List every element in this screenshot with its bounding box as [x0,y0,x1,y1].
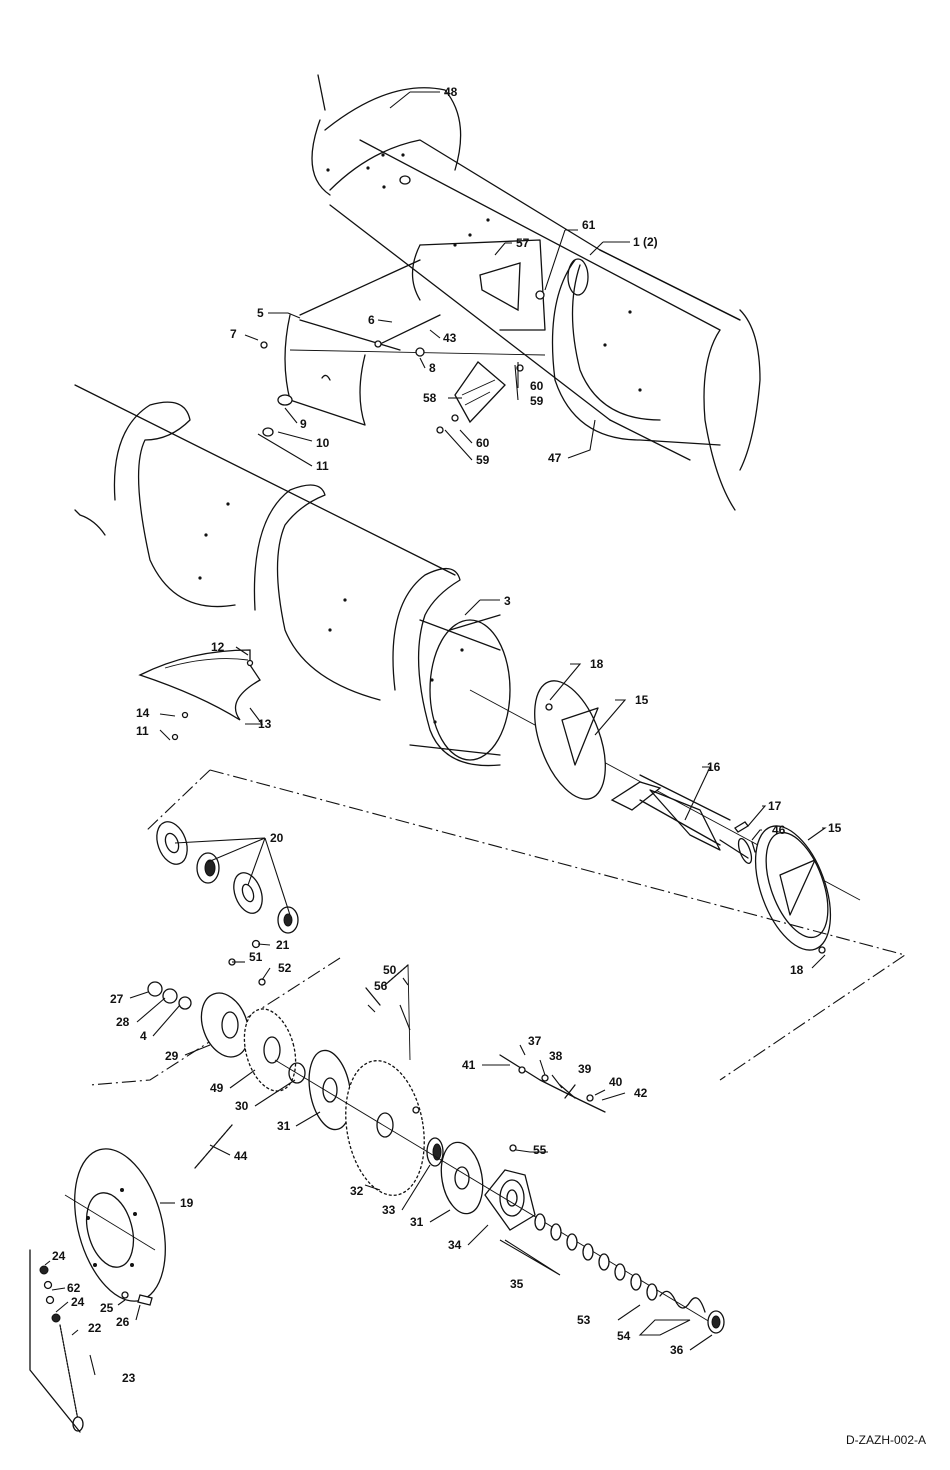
flange-34 [485,1145,535,1230]
upper-auger-tube [312,75,760,510]
callout-18-a: 18 [590,657,604,671]
callout-31-b: 31 [410,1215,424,1229]
callout-62: 62 [67,1281,81,1295]
callout-25: 25 [100,1301,114,1315]
drawing-code: D-ZAZH-002-A [846,1433,926,1447]
callout-23: 23 [122,1371,136,1385]
callout-39: 39 [578,1062,592,1076]
callout-4: 4 [140,1029,147,1043]
callout-32: 32 [350,1184,364,1198]
callout-10: 10 [316,436,330,450]
callout-27: 27 [110,992,124,1006]
callout-60-a: 60 [530,379,544,393]
callout-9: 9 [300,417,307,431]
plate-58 [437,362,505,433]
callout-51: 51 [249,950,263,964]
callout-30: 30 [235,1099,249,1113]
callout-6: 6 [368,313,375,327]
callout-40: 40 [609,1075,623,1089]
callout-59-a: 59 [530,394,544,408]
callout-29: 29 [165,1049,179,1063]
callout-38: 38 [549,1049,563,1063]
callout-26: 26 [116,1315,130,1329]
callout-46: 46 [772,823,786,837]
shield-13 [140,650,260,740]
callout-17: 17 [768,799,782,813]
stub-shaft-16 [612,775,755,865]
callout-41: 41 [462,1058,476,1072]
callout-31-a: 31 [277,1119,291,1133]
callout-14: 14 [136,706,150,720]
callout-43: 43 [443,331,457,345]
callout-21: 21 [276,938,290,952]
callout-16: 16 [707,760,721,774]
callout-35: 35 [510,1277,524,1291]
spacer-31-b [436,1139,488,1217]
callout-18-b: 18 [790,963,804,977]
callout-24-b: 24 [71,1295,85,1309]
callout-53: 53 [577,1313,591,1327]
callout-15-b: 15 [828,821,842,835]
callout-8: 8 [429,361,436,375]
callout-59-b: 59 [476,453,490,467]
callout-52: 52 [278,961,292,975]
callout-44: 44 [234,1149,248,1163]
callout-50: 50 [383,963,397,977]
callout-19: 19 [180,1196,194,1210]
callout-42: 42 [634,1086,648,1100]
callout-60-b: 60 [476,436,490,450]
callout-7: 7 [230,327,237,341]
callout-15-a: 15 [635,693,649,707]
callout-11-a: 11 [316,459,329,473]
callout-36: 36 [670,1343,684,1357]
callout-11-b: 11 [136,724,149,738]
callout-3: 3 [504,594,511,608]
callout-20: 20 [270,831,284,845]
callout-48: 48 [444,85,458,99]
callout-37: 37 [528,1034,542,1048]
end-plate-15-right [741,816,846,960]
callout-58: 58 [423,391,437,405]
callout-61: 61 [582,218,596,232]
callout-57: 57 [516,236,530,250]
callout-49: 49 [210,1081,224,1095]
callout-12: 12 [211,640,225,654]
callout-leaders [45,92,825,1375]
plate-57 [480,263,520,310]
callout-13: 13 [258,717,272,731]
callout-34: 34 [448,1238,462,1252]
callout-55: 55 [533,1143,547,1157]
sprocket-49 [236,1003,305,1097]
callout-24-a: 24 [52,1249,66,1263]
callout-47: 47 [548,451,562,465]
callout-28: 28 [116,1015,130,1029]
callout-56: 56 [374,979,388,993]
callout-5: 5 [257,306,264,320]
sprocket-32 [336,1054,434,1201]
callout-22: 22 [88,1321,102,1335]
callout-1: 1 (2) [633,235,658,249]
end-plate-15-left [521,671,620,808]
callout-33: 33 [382,1203,396,1217]
bushing-33 [427,1138,443,1166]
callout-54: 54 [617,1329,631,1343]
